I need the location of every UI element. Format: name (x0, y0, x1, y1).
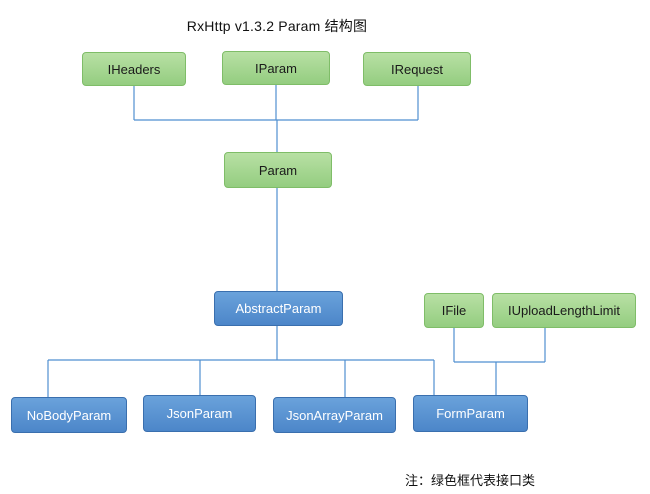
node-irequest: IRequest (363, 52, 471, 86)
node-ifile: IFile (424, 293, 484, 328)
node-json-array-param: JsonArrayParam (273, 397, 396, 433)
node-iupload-length-limit: IUploadLengthLimit (492, 293, 636, 328)
node-nobody-param: NoBodyParam (11, 397, 127, 433)
node-param: Param (224, 152, 332, 188)
node-form-param: FormParam (413, 395, 528, 432)
node-iparam: IParam (222, 51, 330, 85)
node-abstract-param: AbstractParam (214, 291, 343, 326)
legend-note: 注：绿色框代表接口类 (405, 473, 536, 488)
node-json-param: JsonParam (143, 395, 256, 432)
diagram-title: RxHttp v1.3.2 Param 结构图 (186, 18, 368, 34)
node-iheaders: IHeaders (82, 52, 186, 86)
